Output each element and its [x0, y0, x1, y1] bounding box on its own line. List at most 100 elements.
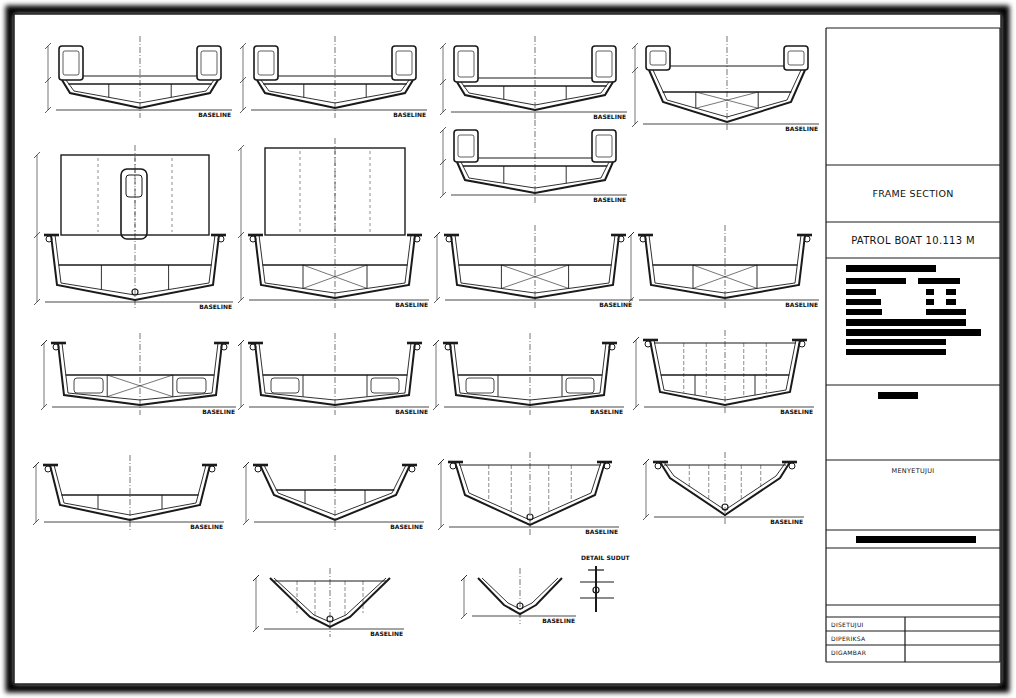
title-block-line [826, 257, 1000, 258]
baseline-label: BASELINE [592, 197, 627, 203]
frame-section [34, 145, 233, 310]
gunwale [214, 342, 229, 345]
cell-text: DIGAMBAR [831, 649, 866, 656]
fender [789, 463, 795, 469]
dimension-tick [253, 626, 259, 632]
deck-plate [278, 75, 392, 76]
dimension-tick [238, 340, 244, 346]
baseline-label: BASELINE [392, 112, 427, 118]
dimension-line [243, 46, 244, 110]
stiffener [488, 465, 489, 502]
baseline [472, 616, 576, 617]
redaction-bar [846, 265, 936, 272]
dimension-line [636, 340, 637, 407]
baseline [643, 124, 819, 125]
detail-label: DETAIL SUDUT [580, 555, 631, 561]
redaction-bar [918, 278, 960, 284]
redaction-bar [846, 278, 906, 284]
side-tank-inner [788, 51, 804, 65]
lightening-hole [466, 378, 494, 393]
girder [562, 375, 563, 397]
dimension-tick [34, 152, 40, 158]
dimension-tick [434, 232, 440, 238]
baseline [249, 407, 429, 408]
floor-plate [59, 264, 212, 265]
fender [250, 344, 256, 350]
girder [693, 265, 694, 288]
baseline-label: BASELINE [592, 114, 627, 120]
frame-section [461, 568, 576, 624]
gunwale [643, 339, 658, 342]
gunwale [51, 342, 66, 345]
lightening-hole [566, 378, 594, 393]
girder [568, 265, 569, 288]
dimension-tick [461, 575, 467, 581]
stiffener [766, 343, 767, 393]
side-tank [254, 46, 278, 80]
girder [303, 375, 304, 397]
baseline-label: BASELINE [784, 126, 819, 132]
girder [503, 86, 504, 99]
cell-text: FRAME SECTION [872, 188, 953, 199]
baseline [56, 110, 232, 111]
dimension-tick [434, 297, 440, 303]
redaction-bar [856, 536, 976, 543]
dimension-tick [433, 340, 439, 346]
redaction-bar [946, 289, 956, 295]
baseline-label: BASELINE [394, 409, 429, 415]
dimension-tick [45, 77, 51, 83]
gunwale [407, 234, 422, 237]
dimension-line [464, 578, 465, 616]
dimension-tick [440, 192, 446, 198]
centerline [140, 36, 141, 118]
fender [804, 236, 810, 242]
fender [255, 466, 261, 472]
stiffener [689, 465, 690, 487]
baseline-label: BASELINE [784, 302, 819, 308]
dimension-line [241, 148, 242, 300]
plate [588, 569, 604, 570]
baseline [44, 522, 224, 523]
baseline-label: BASELINE [769, 519, 804, 525]
girder [107, 375, 108, 397]
fender [414, 344, 420, 350]
girder [108, 84, 109, 97]
fender [446, 236, 452, 242]
cell-text: MENYETUJUI [892, 467, 935, 475]
gunwale [444, 234, 459, 237]
title-block-cell: FRAME SECTION [826, 165, 1000, 222]
girder [566, 166, 567, 183]
frame-section [45, 36, 232, 118]
sheet-shadow [10, 10, 1005, 688]
fender [445, 344, 451, 350]
dimension-line [256, 578, 257, 629]
title-block-line [826, 644, 1000, 645]
dimension-tick [240, 77, 246, 83]
dimension-tick [643, 514, 649, 520]
stiffener [743, 343, 744, 397]
girder [566, 86, 567, 99]
fender [645, 341, 651, 347]
dimension-tick [41, 340, 47, 346]
dimension-tick [438, 524, 444, 530]
title-block-cell: DIPERIKSA [826, 631, 905, 645]
dimension-tick [633, 404, 639, 410]
gunwale [602, 342, 617, 345]
girder [172, 375, 173, 397]
baseline [451, 112, 627, 113]
dimension-tick [461, 613, 467, 619]
dimension-tick [41, 404, 47, 410]
dimension-tick [628, 232, 634, 238]
title-block-line [826, 459, 1000, 460]
dimension-tick [632, 43, 638, 49]
baseline [451, 195, 627, 196]
side-tank-inner [63, 51, 79, 75]
wheelhouse-stiffener [370, 151, 371, 232]
gunwale [402, 464, 417, 467]
dimension-tick [238, 404, 244, 410]
frame-section [438, 452, 619, 535]
redaction-bar [878, 392, 918, 399]
girder [501, 265, 502, 288]
frame-section [253, 568, 404, 637]
corner-detail [580, 566, 614, 612]
